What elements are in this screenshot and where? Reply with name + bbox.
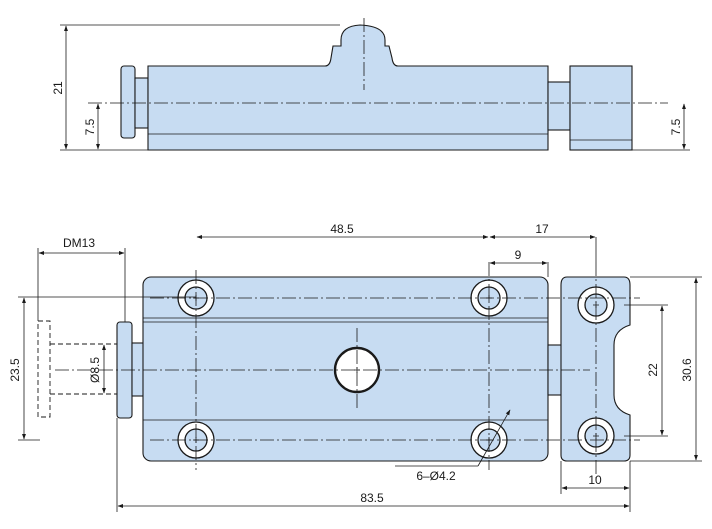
hidden-knob-outline	[37, 320, 51, 418]
dim-overall-length: 83.5	[360, 491, 384, 505]
dim-keeper-height: 30.6	[680, 358, 694, 382]
dim-top-left-offset: 7.5	[83, 118, 97, 135]
front-knob-neck	[131, 342, 145, 397]
front-view: 48.5 17 9 DM13 23.5 Ø8.5 22 30.6	[8, 222, 702, 512]
dim-knob-label: DM13	[63, 236, 95, 250]
dim-bolt-diameter: Ø8.5	[88, 357, 102, 383]
dim-keeper-width: 10	[588, 473, 602, 487]
top-body	[147, 24, 549, 151]
top-bolt-tip	[547, 81, 571, 131]
dim-keeper-offset: 17	[535, 222, 549, 236]
dim-top-right-offset: 7.5	[669, 118, 683, 135]
dim-hole-spacing-h: 48.5	[330, 222, 354, 236]
front-keeper	[560, 276, 631, 462]
dim-keeper-hole-spacing: 22	[646, 363, 660, 377]
top-keeper	[569, 65, 633, 151]
dim-bolt-travel: 23.5	[8, 358, 22, 382]
dim-keeper-center: 9	[515, 248, 522, 262]
top-view: 21 7.5 7.5	[51, 18, 690, 151]
dim-holes-note: 6–Ø4.2	[416, 469, 456, 483]
dim-top-height: 21	[51, 81, 65, 95]
top-knob	[120, 65, 136, 139]
